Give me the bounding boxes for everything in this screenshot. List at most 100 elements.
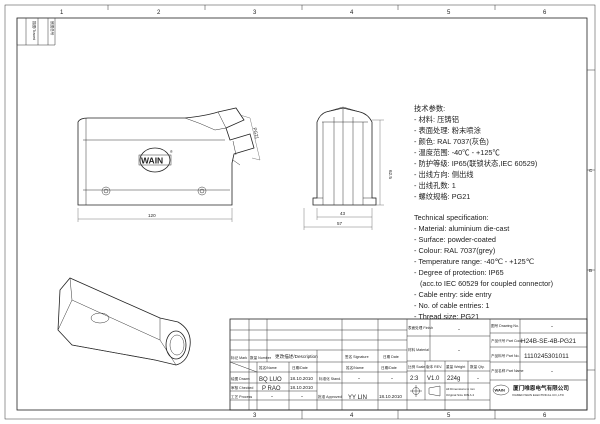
- part-code-label: 产品代号 Part Code: [491, 338, 523, 343]
- company-logo-text: WAIN: [495, 388, 506, 393]
- rev-value: V1.0: [427, 376, 440, 382]
- spec-en-item: - Temperature range: -40℃ - +125℃: [414, 257, 534, 266]
- approved-name: YY LIN: [348, 395, 367, 401]
- spec-en-item: - Colour: RAL 7037(grey): [414, 246, 495, 255]
- process-label: 工艺 Process: [231, 394, 252, 399]
- drawing-frame: [16, 17, 588, 411]
- spec-cn-title: 技术参数:: [414, 104, 445, 113]
- spec-cn-item: - 颜色: RAL 7037(灰色): [414, 137, 489, 146]
- mark-label: 标记 Mark: [231, 355, 247, 360]
- spec-cn-item: - 出线方向: 侧出线: [414, 170, 474, 179]
- column-3-bottom: 3: [253, 413, 257, 419]
- material-label: 材料 Material: [408, 347, 429, 352]
- stand-name: -: [358, 376, 360, 382]
- part-no-label: 产品料号 Part No.: [491, 353, 520, 358]
- approved-label: 批准 Approved: [318, 394, 342, 399]
- column-3: 3: [253, 10, 257, 16]
- finish-label: 表面处理 Finish: [408, 325, 433, 330]
- spec-en-item: - Surface: powder-coated: [414, 235, 496, 244]
- row-c: C: [589, 168, 593, 173]
- drawn-label: 绘图 Drawn: [231, 376, 250, 381]
- column-6-bottom: 6: [543, 413, 547, 419]
- column-6: 6: [543, 10, 547, 16]
- corner-stamp: 描图/Traced 底图总号: [16, 18, 56, 46]
- drawn-name: BQ LUO: [259, 377, 282, 383]
- stand-date: -: [391, 376, 393, 382]
- spec-cn-item: - 螺纹规格: PG21: [414, 192, 470, 201]
- name-label-2: 姓名/Name: [346, 365, 364, 370]
- column-1: 1: [60, 10, 64, 16]
- drawing-no-label: 图号 Drawing No.: [491, 323, 519, 328]
- spec-cn-item: - 温度范围: -40℃ - +125℃: [414, 148, 500, 157]
- checked-name: P RAO: [262, 386, 281, 392]
- checked-label: 审核 Checked: [231, 385, 253, 390]
- drawn-date: 18.10.2010: [290, 376, 313, 381]
- column-markers: 1 2 3 4 5 6 3 4 5 6 C B: [60, 5, 595, 419]
- wain-logo: [139, 147, 171, 173]
- column-5: 5: [447, 10, 451, 16]
- logo-text: WAIN: [141, 156, 163, 166]
- column-4: 4: [350, 10, 354, 16]
- signature-label: 签名 Signature: [345, 354, 369, 359]
- front-view: 62.5 43 57: [303, 106, 393, 230]
- dim-height: 62.5: [388, 170, 393, 179]
- column-5-bottom: 5: [447, 413, 451, 419]
- company-logo: WAIN: [492, 384, 510, 396]
- drawing-no-value: -: [551, 324, 553, 330]
- part-name-value: -: [551, 369, 553, 375]
- row-b: B: [589, 268, 592, 273]
- projection-symbol-icon: [410, 385, 441, 397]
- dim-thread: PG21: [252, 127, 260, 140]
- traced-label: 描图/Traced: [32, 21, 37, 40]
- qty-value: -: [477, 376, 479, 382]
- checked-date: 18.10.2010: [290, 385, 313, 390]
- approved-date: 18.10.2010: [379, 394, 402, 399]
- spec-en-item: - Cable entry: side entry: [414, 290, 492, 299]
- number-label: 数量 Number: [250, 355, 272, 360]
- date-label-2: 日期/Date: [381, 365, 397, 370]
- part-code-value: H24B-SE-4B-PG21: [521, 338, 576, 345]
- column-2: 2: [157, 10, 161, 16]
- dims-note: All Dimensions in mm: [446, 387, 475, 391]
- material-value: -: [458, 348, 460, 354]
- spec-en: Technical specification: - Material: alu…: [414, 213, 553, 321]
- spec-en-item: - Degree of protection: IP65: [414, 268, 504, 277]
- spec-cn-item: - 材料: 压铸铝: [414, 115, 459, 124]
- name-label: 姓名/Name: [259, 365, 277, 370]
- finish-value: -: [458, 327, 460, 333]
- description-label: 更改描述/Description: [275, 353, 318, 360]
- scale-value: 2:3: [410, 376, 419, 382]
- weight-value: 224g: [447, 376, 460, 382]
- spec-en-item: - Material: aluminium die-cast: [414, 224, 509, 233]
- size-note: Original Size DIN A 4: [446, 393, 474, 397]
- part-no-value: 1110245301011: [524, 353, 569, 360]
- column-4-bottom: 4: [350, 413, 354, 419]
- spec-cn-item: - 出线孔数: 1: [414, 181, 456, 190]
- title-block: 标记 Mark 数量 Number 更改描述/Description 签名 Si…: [229, 318, 588, 411]
- spec-cn: 技术参数: - 材料: 压铸铝 - 表面处理: 粉末喷涂 - 颜色: RAL 7…: [414, 104, 537, 201]
- dim-width-outer: 57: [337, 221, 343, 226]
- base-number-label: 底图总号: [50, 21, 55, 36]
- scale-label: 比例 Scale: [408, 364, 425, 369]
- weight-label: 重量 Weight: [446, 364, 465, 369]
- process-date: -: [301, 394, 303, 400]
- spec-en-item: - Thread size: PG21: [414, 312, 479, 321]
- side-view: WAIN ® 120 PG21: [77, 107, 261, 222]
- spec-en-item: - No. of cable entries: 1: [414, 301, 489, 310]
- rev-label: 版本 REV.: [426, 364, 442, 369]
- company-name-en: XIAMEN WAIN ELECTRICAL CO.,LTD: [512, 393, 565, 397]
- process-name: -: [271, 394, 273, 400]
- spec-cn-item: - 表面处理: 粉末喷涂: [414, 126, 482, 135]
- part-name-label: 产品名称 Part Name: [491, 368, 524, 373]
- spec-en-title: Technical specification:: [414, 213, 489, 222]
- dim-length: 120: [148, 213, 156, 218]
- spec-cn-item: - 防护等级: IP65(联锁状态,IEC 60529): [414, 159, 537, 168]
- company-name-cn: 厦门唯恩电气有限公司: [513, 384, 569, 392]
- outer-border: [4, 4, 596, 420]
- date-header-label: 日期 Date: [383, 354, 399, 359]
- stand-label: 标准化 Stand.: [319, 376, 341, 381]
- spec-en-item: (acc.to IEC 60529 for coupled connector): [420, 279, 553, 288]
- date-label: 日期/Date: [292, 365, 308, 370]
- dim-width-inner: 43: [340, 211, 346, 216]
